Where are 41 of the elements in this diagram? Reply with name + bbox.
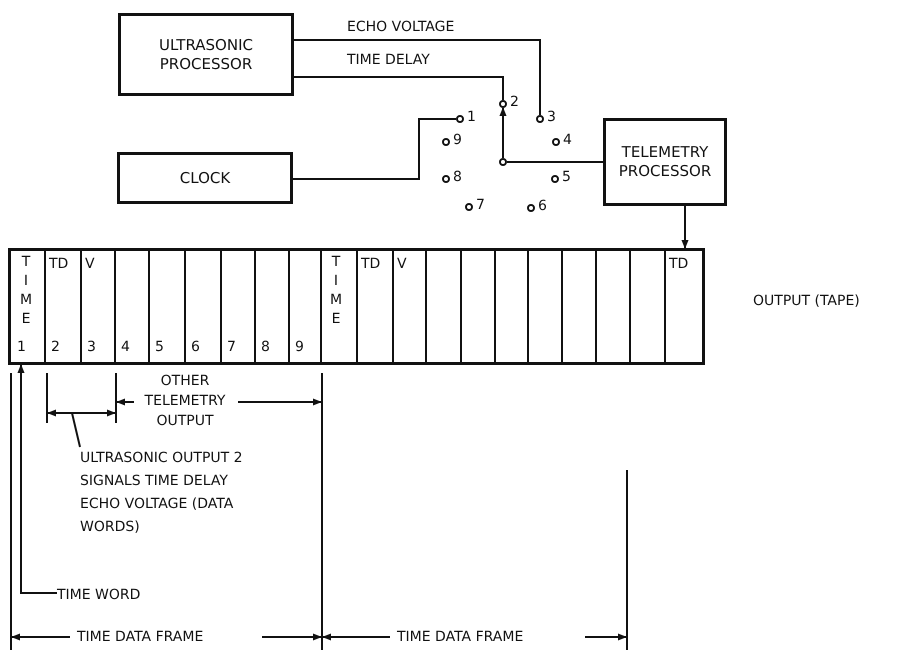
terminal-number: 9 [453, 131, 462, 150]
connector-line [294, 39, 541, 115]
terminal-number: 7 [476, 196, 485, 215]
cell-label: V [397, 255, 407, 274]
terminal-number: 8 [453, 168, 462, 187]
processor-box: ULTRASONIC PROCESSOR [118, 13, 294, 96]
cell-label: TD [49, 255, 68, 274]
cell-label: TD [361, 255, 380, 274]
cell-label: 5 [155, 338, 164, 357]
cell-label: TIME [328, 254, 344, 330]
connector-line [294, 76, 504, 100]
tape-caption: OUTPUT (TAPE) [753, 292, 860, 311]
terminal-number: 3 [547, 108, 556, 127]
leader-line [17, 364, 57, 594]
cell-label: 3 [87, 338, 96, 357]
cell-label: 2 [51, 338, 60, 357]
connector-line [293, 118, 456, 180]
callout-text: TIME WORD [57, 584, 167, 607]
arrow [681, 206, 689, 249]
arrow [499, 107, 507, 158]
connector-line [507, 161, 603, 163]
cell-label: 9 [295, 338, 304, 357]
processor-box: TELEMETRY PROCESSOR [603, 118, 727, 206]
cell-label: 4 [121, 338, 130, 357]
terminal-number: 2 [510, 93, 519, 112]
terminal-number: 6 [538, 197, 547, 216]
clock-box: CLOCK [117, 152, 293, 204]
cell-label: 8 [261, 338, 270, 357]
leader-line [71, 412, 81, 448]
cell-label: 7 [227, 338, 236, 357]
cell-label: V [85, 255, 95, 274]
cell-label: TIME [18, 254, 34, 330]
edge-label: ECHO VOLTAGE [347, 18, 454, 37]
terminal-number: 5 [562, 168, 571, 187]
terminal-number: 4 [563, 131, 572, 150]
callout-text: ULTRASONIC OUTPUT 2 SIGNALS TIME DELAY ECHO VOLTAGE (DATA WORDS) [80, 447, 252, 539]
cell-label: 6 [191, 338, 200, 357]
cell-label: 1 [17, 338, 26, 357]
cell-label: TD [669, 255, 688, 274]
terminal-number: 1 [467, 108, 476, 127]
edge-label: TIME DELAY [347, 51, 430, 70]
